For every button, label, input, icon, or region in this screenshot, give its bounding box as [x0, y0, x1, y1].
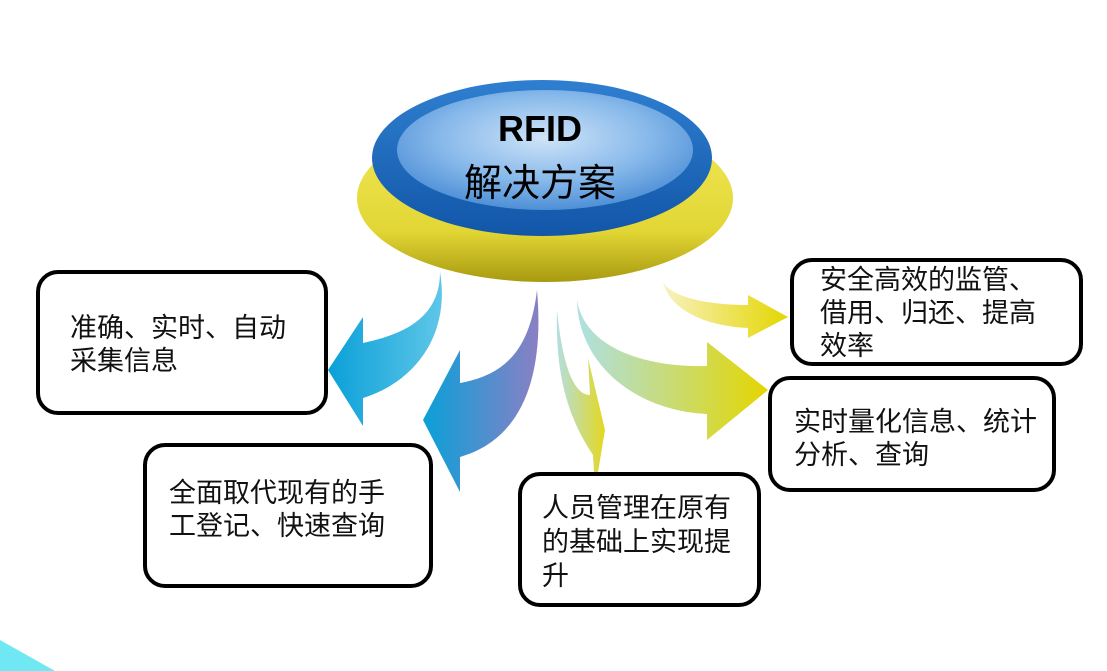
hub-subtitle: 解决方案	[463, 161, 616, 205]
box-realtime-analysis: 实时量化信息、统计 分析、查询	[768, 376, 1056, 492]
box-line: 升	[542, 561, 569, 592]
box-line: 安全高效的监管、	[820, 265, 1036, 296]
box-accurate-collection: 准确、实时、自动 采集信息	[36, 270, 328, 415]
rfid-hub	[357, 80, 733, 282]
arrow-to-accurate-collection	[328, 272, 442, 426]
box-line: 准确、实时、自动	[70, 313, 286, 344]
arrow-to-replace-manual	[423, 290, 539, 492]
box-line: 分析、查询	[794, 440, 929, 471]
box-safe-supervision: 安全高效的监管、 借用、归还、提高 效率	[790, 258, 1083, 366]
arrow-to-safe-supervision	[663, 282, 788, 338]
box-line: 工登记、快速查询	[169, 511, 385, 542]
box-line: 采集信息	[70, 346, 178, 377]
box-line: 效率	[820, 331, 874, 362]
box-replace-manual: 全面取代现有的手 工登记、快速查询	[143, 443, 433, 588]
box-line: 的基础上实现提	[542, 527, 731, 558]
box-line: 借用、归还、提高	[820, 298, 1036, 329]
box-line: 全面取代现有的手	[169, 478, 385, 509]
box-line: 人员管理在原有	[542, 493, 731, 524]
box-personnel-management: 人员管理在原有 的基础上实现提 升	[518, 472, 761, 607]
hub-title: RFID	[498, 108, 582, 149]
box-line: 实时量化信息、统计	[794, 407, 1037, 438]
corner-decoration	[0, 640, 55, 671]
arrow-to-personnel-management	[556, 310, 605, 490]
arrow-to-realtime-analysis	[577, 300, 768, 440]
hub-inner	[397, 90, 693, 210]
